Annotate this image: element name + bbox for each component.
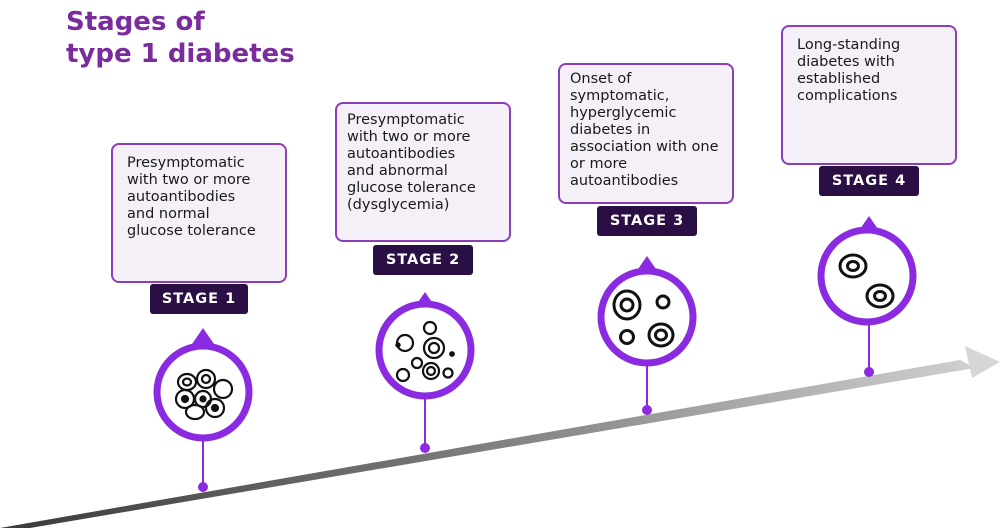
stage-1-line: glucose tolerance [127,223,256,239]
stage-4-description: Long-standing diabetes with established … [781,25,957,165]
title-line-2: type 1 diabetes [66,39,295,69]
stage-4-line: established [797,71,881,87]
stage-3-line: autoantibodies [570,173,679,189]
stage-4-badge: STAGE 4 [819,166,919,196]
progression-arrowhead [965,346,1000,378]
stage-4-marker [817,216,917,377]
scattered-cells-icon [395,320,455,383]
stage-1-description: Presymptomatic with two or more autoanti… [111,143,287,283]
two-cells-icon [838,253,895,309]
stage-2-line: with two or more [347,129,471,145]
stage-3-line: association with one [570,139,719,155]
stage-3-line: or more [570,156,628,172]
stage-3-description: Onset of symptomatic, hyperglycemic diab… [558,63,734,204]
stage-1-line: with two or more [127,172,251,188]
stage-3-line: diabetes in [570,122,651,138]
stage-1-marker [153,328,253,492]
stage-1-line: and normal [127,206,210,222]
stage-2-line: and abnormal [347,163,448,179]
stage-1-line: Presymptomatic [127,155,245,171]
progression-ramp [0,360,975,528]
stage-1-badge: STAGE 1 [150,284,248,314]
stage-4-line: Long-standing [797,37,901,53]
sparse-cells-icon [612,289,675,348]
clustered-cells-icon [174,368,234,421]
stage-2-line: autoantibodies [347,146,456,162]
stage-3-marker [597,256,697,415]
stage-2-marker [375,292,475,453]
stage-3-badge: STAGE 3 [597,206,697,236]
stage-2-line: glucose tolerance [347,180,476,196]
stage-2-line: (dysglycemia) [347,197,450,213]
title-line-1: Stages of [66,7,205,37]
stage-2-line: Presymptomatic [347,112,465,128]
stage-2-badge: STAGE 2 [373,245,473,275]
page-title: Stages of type 1 diabetes [66,6,295,70]
stage-3-line: Onset of [570,71,632,87]
stage-2-description: Presymptomatic with two or more autoanti… [335,102,511,242]
stage-4-line: diabetes with [797,54,895,70]
stage-3-line: symptomatic, [570,88,670,104]
stage-4-line: complications [797,88,898,104]
stage-1-line: autoantibodies [127,189,236,205]
stage-3-line: hyperglycemic [570,105,677,121]
